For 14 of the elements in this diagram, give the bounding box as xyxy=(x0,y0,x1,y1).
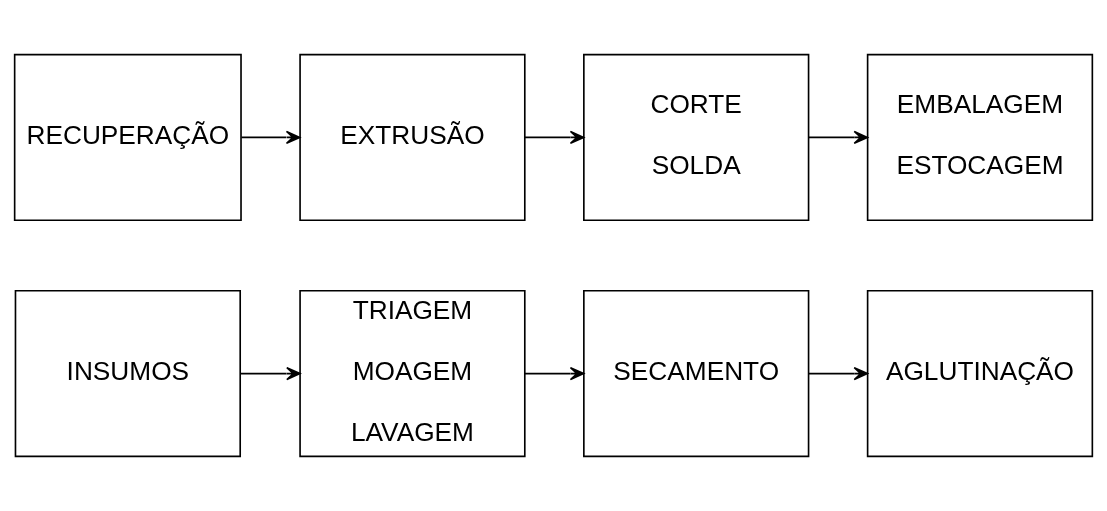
node-box: EXTRUSÃO xyxy=(299,53,526,222)
node-box: CORTE SOLDA xyxy=(583,53,810,222)
node-box: RECUPERAÇÃO xyxy=(13,53,242,222)
arrow xyxy=(524,366,585,381)
arrow xyxy=(807,130,869,145)
arrow xyxy=(240,130,301,145)
node-box: SECAMENTO xyxy=(583,289,810,458)
arrow xyxy=(807,366,869,381)
node-box: INSUMOS xyxy=(14,289,241,458)
node-box: AGLUTINAÇÃO xyxy=(866,289,1094,458)
arrow xyxy=(524,130,585,145)
arrow xyxy=(239,366,301,381)
node-box: EMBALAGEM ESTOCAGEM xyxy=(866,53,1094,222)
node-box: TRIAGEM MOAGEM LAVAGEM xyxy=(299,289,526,458)
